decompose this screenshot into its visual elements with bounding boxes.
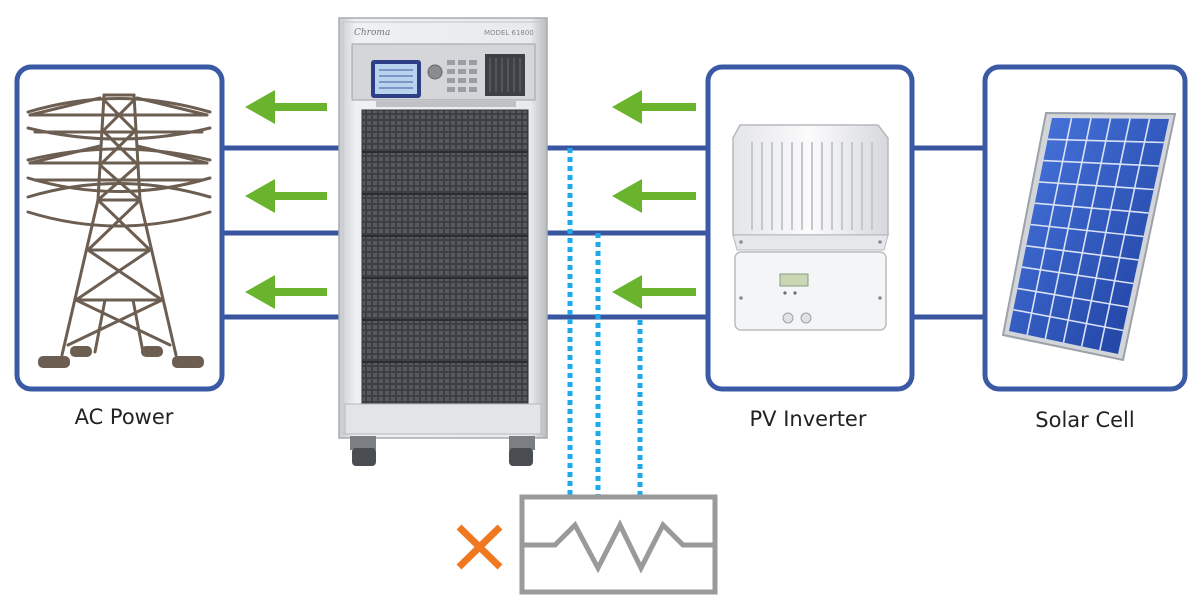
panel-grid-row [1021,266,1134,285]
grid-simulator-cabinet: Chroma MODEL 61800 [338,17,548,466]
transmission-tower-icon [26,93,212,357]
panel-grid-row [1017,287,1129,308]
arrow-left-2 [245,179,327,213]
pv-inverter-icon [732,124,889,331]
tower-feet [38,346,204,368]
arrow-left-1 [245,90,327,124]
cabinet-casters [350,436,535,466]
arrow-right-2 [612,179,696,213]
power-flow-arrows [245,90,696,309]
panel-grid-row [1039,181,1154,191]
resistor-icon [522,519,715,574]
ac-power-frame [14,64,225,392]
solar-cell-box [982,64,1188,392]
panel-grid-row [1043,159,1159,167]
arrow-right-3 [612,275,696,309]
ac-phase-lines [222,145,345,320]
load-dotted-lines [567,148,643,496]
panel-grid-row [1030,223,1144,238]
solar-panel-icon [1001,111,1177,362]
cabinet-knob [427,64,443,80]
pv-inverter-box [705,64,915,392]
panel-grid-row [1013,308,1124,332]
arrow-left-3 [245,275,327,309]
resistor-load-box [519,494,718,595]
dc-lines [912,145,985,320]
pv-inverter-label: PV Inverter [750,407,867,431]
solar-cell-label: Solar Cell [1035,408,1134,432]
ac-power-label: AC Power [75,405,174,429]
cabinet-brand: Chroma [354,28,390,38]
cabinet-vent-grille [361,109,529,405]
ac-power-box [14,64,225,392]
panel-grid-row [1026,245,1139,261]
x-mark-icon [456,524,503,570]
panel-grid-row [1034,202,1149,214]
arrow-right-1 [612,90,696,124]
cabinet-model: MODEL 61800 [484,29,534,37]
inverter-display [779,273,809,287]
panel-grid-row [1047,138,1164,144]
